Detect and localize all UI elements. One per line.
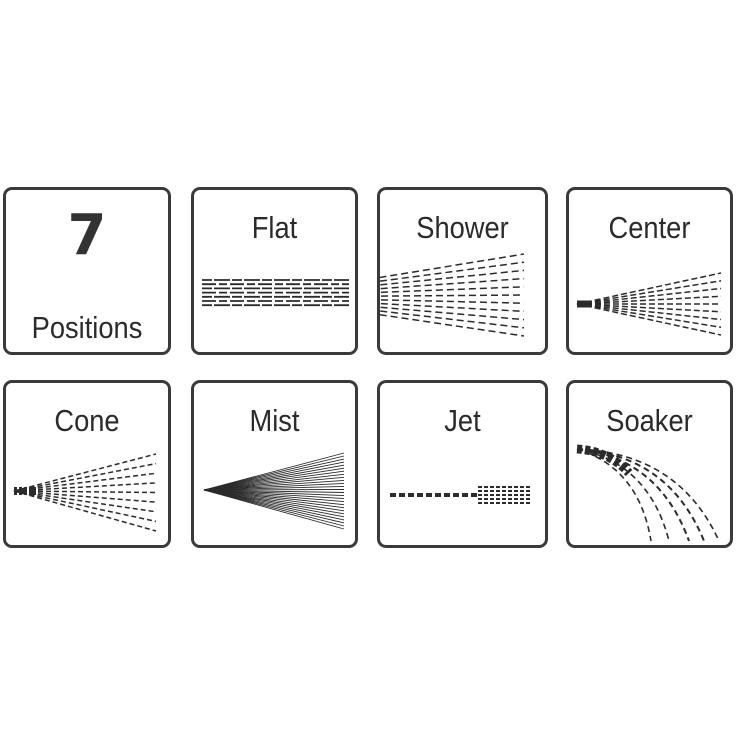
mist-pattern-tile: Mist <box>191 380 358 548</box>
soaker-spray-icon <box>576 444 720 542</box>
center-spray-icon <box>576 272 722 336</box>
center-pattern-tile: Center <box>566 187 733 355</box>
soaker-label: Soaker <box>606 403 693 438</box>
positions-caption: Positions <box>31 310 143 345</box>
mist-label: Mist <box>249 403 300 438</box>
positions-number: 7 <box>67 203 107 268</box>
flat-pattern-tile: Flat <box>191 187 358 355</box>
center-label: Center <box>608 210 691 245</box>
flat-label: Flat <box>251 210 298 245</box>
jet-label: Jet <box>444 403 481 438</box>
shower-label: Shower <box>416 210 509 245</box>
shower-spray-icon <box>380 253 525 337</box>
jet-spray-icon <box>390 486 530 504</box>
mist-spray-icon <box>203 452 345 530</box>
positions-count-tile: 7 Positions <box>3 187 171 355</box>
flat-spray-icon <box>202 279 349 307</box>
shower-pattern-tile: Shower <box>377 187 548 355</box>
soaker-pattern-tile: Soaker <box>566 380 733 548</box>
jet-pattern-tile: Jet <box>377 380 548 548</box>
cone-label: Cone <box>54 403 120 438</box>
cone-pattern-tile: Cone <box>3 380 171 548</box>
cone-spray-icon <box>13 453 157 532</box>
